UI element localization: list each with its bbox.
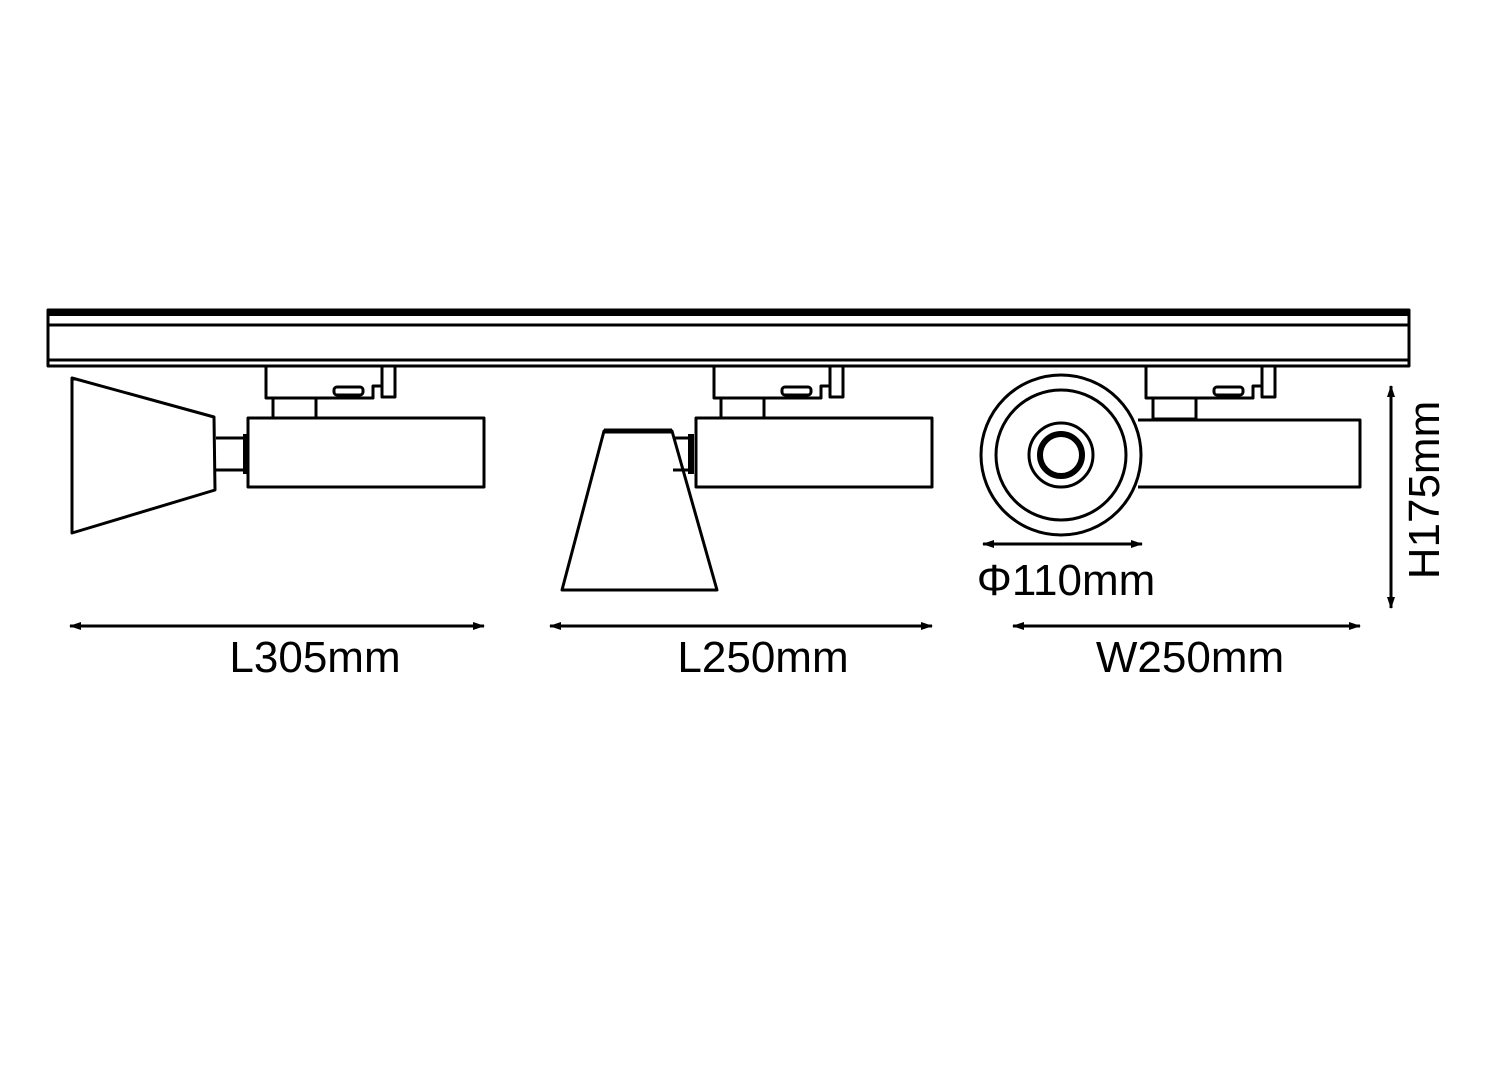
fixture-2-tapered-cone: [560, 364, 934, 592]
label-length-2: L250mm: [677, 633, 848, 682]
label-height: H175mm: [1400, 401, 1449, 580]
fixture-1-wide-cone: [70, 364, 486, 535]
label-diameter: Φ110mm: [977, 556, 1156, 605]
fixture-3-round-front: [979, 364, 1362, 537]
label-width: W250mm: [1096, 633, 1284, 682]
label-length-1: L305mm: [229, 633, 400, 682]
track-rail: [46, 308, 1411, 368]
